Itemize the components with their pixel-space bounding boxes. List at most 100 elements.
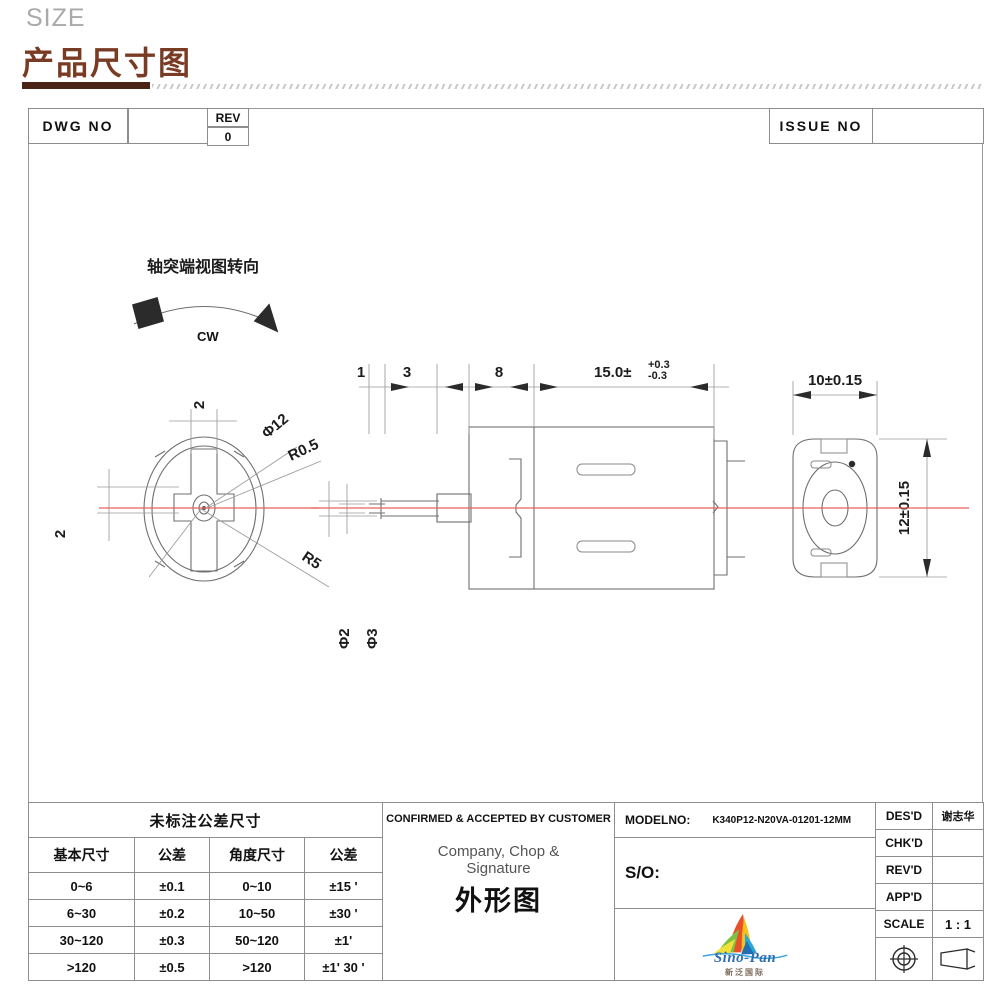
rev-value: 0 bbox=[224, 129, 232, 144]
approval-label-desd: DES'D bbox=[875, 802, 933, 830]
table-row: 6~30 bbox=[28, 899, 135, 927]
front-end-view-group: 2 2 Φ12 R0.5 R5 bbox=[52, 401, 330, 588]
customer-confirmation-block: CONFIRMED & ACCEPTED BY CUSTOMER Company… bbox=[382, 802, 615, 981]
title-dashed-rule bbox=[152, 84, 984, 89]
tolerance-cell-0-0: 0~6 bbox=[70, 878, 93, 894]
approval-label-text-3: APP'D bbox=[885, 890, 923, 904]
tolerance-cell-1-1: ±0.2 bbox=[159, 905, 185, 921]
front-dim-flat-height: 2 bbox=[52, 530, 69, 538]
arc-head-marker bbox=[253, 303, 279, 333]
tolerance-cell-2-2: 50~120 bbox=[235, 932, 279, 948]
tolerance-header-label-1: 公差 bbox=[158, 848, 186, 864]
approval-label-text-2: REV'D bbox=[885, 863, 923, 877]
rotation-caption-text: 轴突端视图转向 bbox=[147, 257, 259, 276]
side-dim-body-length-tol-dn: -0.3 bbox=[648, 370, 667, 382]
so-label: S/O: bbox=[625, 863, 660, 882]
tolerance-cell-2-3: ±1' bbox=[334, 932, 353, 948]
side-dim-shaft-length: 8 bbox=[495, 364, 503, 381]
rotation-direction-text: CW bbox=[197, 329, 219, 344]
front-dim-outer-radius: R5 bbox=[299, 548, 324, 573]
issue-no-label: ISSUE NO bbox=[779, 118, 863, 134]
sail-logo-icon bbox=[702, 913, 788, 959]
tolerance-header-label-0: 基本尺寸 bbox=[53, 848, 110, 864]
page-eyebrow: SIZE bbox=[26, 4, 86, 32]
table-row: 0~10 bbox=[209, 872, 305, 900]
title-underline-bar bbox=[22, 82, 150, 89]
tolerance-cell-0-2: 0~10 bbox=[242, 878, 272, 894]
table-row: ±1' 30 ' bbox=[304, 953, 383, 981]
approval-value-chkd[interactable] bbox=[932, 829, 984, 857]
table-row: >120 bbox=[28, 953, 135, 981]
table-row: ±0.2 bbox=[134, 899, 210, 927]
approval-label-revd: REV'D bbox=[875, 856, 933, 884]
approval-label-chkd: CHK'D bbox=[875, 829, 933, 857]
rear-dim-body-width: 10±0.15 bbox=[808, 372, 862, 389]
issue-no-label-cell: ISSUE NO bbox=[769, 108, 873, 144]
front-dim-flat-width: 2 bbox=[191, 401, 208, 409]
drawing-frame: DWG NO REV 0 ISSUE NO 轴突端视图转向 CW bbox=[28, 108, 985, 981]
approval-label-appd: APP'D bbox=[875, 883, 933, 911]
table-row: 0~6 bbox=[28, 872, 135, 900]
table-row: ±0.5 bbox=[134, 953, 210, 981]
table-row: 10~50 bbox=[209, 899, 305, 927]
side-dim-shaft-dia-2: Φ2 bbox=[336, 628, 353, 649]
tolerance-cell-0-3: ±15 ' bbox=[329, 878, 358, 894]
front-dim-body-diameter: Φ12 bbox=[259, 410, 292, 442]
approval-value-appd[interactable] bbox=[932, 883, 984, 911]
tolerance-cell-3-0: >120 bbox=[66, 959, 97, 975]
model-no-value: K340P12-N20VA-01201-12MM bbox=[712, 814, 852, 826]
arc-tail-marker bbox=[132, 297, 164, 329]
customer-block-stamp: 外形图 bbox=[455, 886, 542, 917]
model-no-label: MODELNO: bbox=[625, 813, 691, 827]
issue-no-value-cell[interactable] bbox=[872, 108, 984, 144]
bottom-title-block: 未标注公差尺寸 基本尺寸 公差 角度尺寸 公差 0~6 ±0.1 0~10 ±1… bbox=[28, 802, 985, 981]
tolerance-cell-1-2: 10~50 bbox=[238, 905, 276, 921]
tolerance-table-title: 未标注公差尺寸 bbox=[149, 811, 262, 830]
tolerance-header-label-2: 角度尺寸 bbox=[229, 848, 285, 864]
side-dim-body-length-tol-up: +0.3 bbox=[648, 359, 670, 371]
rear-end-view-group: 10±0.15 12±0.15 bbox=[769, 372, 969, 578]
company-logo-cell: Sino-Pan 新泛国际 bbox=[614, 908, 876, 981]
projection-symbol-cell bbox=[875, 937, 933, 981]
approval-label-text-0: DES'D bbox=[885, 809, 923, 823]
table-row: ±15 ' bbox=[304, 872, 383, 900]
side-dim-shaft-dia-3: Φ3 bbox=[364, 628, 381, 649]
tolerance-table-title-cell: 未标注公差尺寸 bbox=[28, 802, 383, 838]
approval-value-desd[interactable]: 谢志华 bbox=[932, 802, 984, 830]
approval-value-revd[interactable] bbox=[932, 856, 984, 884]
tolerance-header-2: 角度尺寸 bbox=[209, 837, 305, 873]
tolerance-cell-1-3: ±30 ' bbox=[329, 905, 358, 921]
table-row: ±1' bbox=[304, 926, 383, 954]
side-dim-shaft-step: 3 bbox=[403, 364, 411, 381]
customer-block-line2: Signature bbox=[466, 860, 531, 877]
approval-label-text-4: SCALE bbox=[883, 917, 925, 931]
so-cell[interactable]: S/O: bbox=[614, 837, 876, 909]
tolerance-cell-0-1: ±0.1 bbox=[159, 878, 185, 894]
rev-value-cell[interactable]: 0 bbox=[207, 127, 249, 146]
dwg-no-label: DWG NO bbox=[42, 118, 114, 134]
customer-block-heading: CONFIRMED & ACCEPTED BY CUSTOMER bbox=[386, 813, 611, 825]
table-row: ±0.1 bbox=[134, 872, 210, 900]
side-dim-shaft-tip: 1 bbox=[357, 364, 365, 381]
front-dim-corner-radius: R0.5 bbox=[286, 436, 322, 465]
table-row: 50~120 bbox=[209, 926, 305, 954]
projection-cone-icon bbox=[940, 948, 976, 970]
page-title: 产品尺寸图 bbox=[22, 44, 193, 82]
rotation-direction-diagram: 轴突端视图转向 CW bbox=[132, 257, 279, 344]
tolerance-cell-1-0: 6~30 bbox=[66, 905, 97, 921]
side-dim-body-length: 15.0± bbox=[594, 364, 631, 381]
logo-subtitle: 新泛国际 bbox=[725, 967, 765, 977]
projection-cone-cell bbox=[932, 937, 984, 981]
approval-value-text-0: 谢志华 bbox=[941, 810, 975, 823]
approval-value-scale[interactable]: 1 : 1 bbox=[932, 910, 984, 938]
model-no-cell[interactable]: MODELNO: K340P12-N20VA-01201-12MM bbox=[614, 802, 876, 838]
logo-wordmark: Sino-Pan bbox=[713, 949, 777, 966]
approval-value-text-4: 1 : 1 bbox=[944, 916, 971, 932]
tolerance-cell-3-3: ±1' 30 ' bbox=[322, 959, 365, 975]
sino-pan-logo: Sino-Pan 新泛国际 bbox=[690, 912, 800, 978]
tolerance-header-label-3: 公差 bbox=[329, 848, 358, 864]
tolerance-cell-2-0: 30~120 bbox=[59, 932, 104, 948]
rev-label-cell: REV bbox=[207, 108, 249, 127]
customer-block-line1: Company, Chop & bbox=[437, 843, 560, 860]
